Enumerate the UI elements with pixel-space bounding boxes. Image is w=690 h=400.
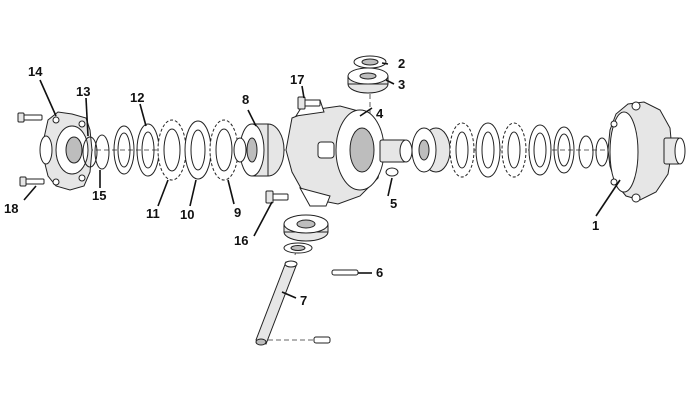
callout-13: 13 (76, 84, 90, 99)
callout-5: 5 (390, 196, 397, 211)
leader-14 (39, 79, 57, 117)
part-pinion-gear-bottom (283, 214, 329, 242)
callout-12: 12 (130, 90, 144, 105)
leader-12 (139, 103, 147, 127)
part-disc-stack-right (449, 122, 609, 178)
leader-9 (227, 179, 235, 205)
part-lock-pin (331, 269, 359, 276)
part-housing-cover-right (607, 101, 686, 203)
leader-2 (381, 62, 389, 65)
callout-16: 16 (234, 233, 248, 248)
part-friction-disc-11 (157, 119, 187, 181)
part-snap-ring (82, 136, 98, 168)
callout-2: 2 (398, 56, 405, 71)
callout-7: 7 (300, 293, 307, 308)
leader-10 (189, 179, 197, 207)
leader-4 (359, 107, 373, 117)
callout-14: 14 (28, 64, 43, 79)
callout-3: 3 (398, 77, 405, 92)
part-roll-pin (313, 336, 331, 344)
leader-7 (281, 291, 297, 299)
part-differential-case (285, 99, 385, 207)
part-pinion-end (379, 139, 413, 177)
callout-17: 17 (290, 72, 304, 87)
part-bolt-left-upper (17, 112, 43, 123)
leader-1 (595, 179, 621, 217)
callout-18: 18 (4, 201, 18, 216)
part-pinion-gear-top (347, 67, 389, 94)
callout-9: 9 (234, 205, 241, 220)
leader-11 (157, 179, 169, 207)
part-cross-shaft (255, 260, 298, 346)
callout-6: 6 (376, 265, 383, 280)
part-side-gear-right (411, 127, 451, 173)
part-plate-10 (184, 120, 212, 180)
part-end-cover-left (39, 111, 93, 191)
part-thrust-washer-bottom (283, 242, 313, 254)
part-side-gear-left (233, 123, 285, 177)
leader-8 (247, 109, 257, 127)
part-bolt-lower (265, 190, 289, 204)
part-bolt-left-lower (19, 176, 45, 187)
leader-5 (387, 177, 393, 197)
leader-16 (253, 201, 273, 237)
callout-11: 11 (146, 206, 160, 221)
callout-4: 4 (376, 106, 384, 121)
part-bolt-top (297, 96, 321, 110)
callout-10: 10 (180, 207, 194, 222)
leader-17 (301, 85, 305, 99)
callout-15: 15 (92, 188, 106, 203)
part-washer-set-left (113, 123, 160, 177)
leader-18 (23, 185, 37, 201)
part-thrust-washer-top (353, 55, 387, 69)
callout-1: 1 (592, 218, 599, 233)
callout-8: 8 (242, 92, 249, 107)
leader-13 (85, 97, 89, 137)
leader-3 (385, 79, 395, 85)
part-thin-ring (94, 134, 110, 170)
